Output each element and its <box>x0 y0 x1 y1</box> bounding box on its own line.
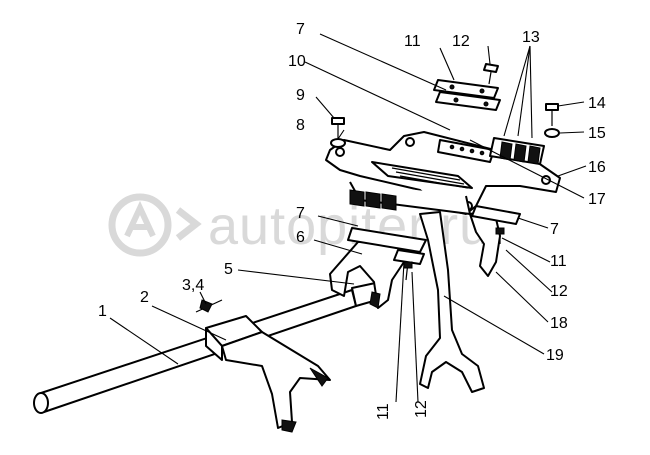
callout-7-top: 7 <box>296 21 305 38</box>
callout-17: 17 <box>588 191 606 208</box>
callout-15: 15 <box>588 125 606 142</box>
callout-7-left: 7 <box>296 205 305 222</box>
callout-11-right: 11 <box>550 253 567 270</box>
callout-11-bottom: 11 <box>375 403 392 420</box>
callout-1: 1 <box>98 303 107 320</box>
callout-10: 10 <box>288 53 306 70</box>
callout-6: 6 <box>296 229 305 246</box>
shift-fork-front <box>205 315 331 433</box>
shift-rod <box>33 289 357 414</box>
top-clamp-plates <box>433 63 501 111</box>
guide-plate <box>437 139 495 163</box>
callout-2: 2 <box>140 289 149 306</box>
callout-labels: 1 2 3,4 5 6 7 7 7 8 9 10 11 11 11 12 12 … <box>98 21 606 420</box>
bolt-right <box>544 103 560 138</box>
rail-blocks <box>349 189 397 211</box>
bolt-left <box>330 117 346 148</box>
callout-16: 16 <box>588 159 606 176</box>
callout-11-top: 11 <box>404 33 421 50</box>
callout-14: 14 <box>588 95 606 112</box>
callout-8: 8 <box>296 117 305 134</box>
callout-9: 9 <box>296 87 305 104</box>
callout-7-right: 7 <box>550 221 559 238</box>
callout-19: 19 <box>546 347 564 364</box>
leader-lines <box>109 33 587 403</box>
callout-3-4: 3,4 <box>182 277 204 294</box>
callout-12-right: 12 <box>550 283 568 300</box>
lock-plates-lower <box>347 205 521 265</box>
callout-5: 5 <box>224 261 233 278</box>
callout-12-bottom: 12 <box>413 400 430 418</box>
shift-fork-long <box>419 211 485 393</box>
fork-set-bolt <box>195 299 223 313</box>
callout-13: 13 <box>522 29 540 46</box>
callout-12-top: 12 <box>452 33 470 50</box>
callout-18: 18 <box>550 315 568 332</box>
